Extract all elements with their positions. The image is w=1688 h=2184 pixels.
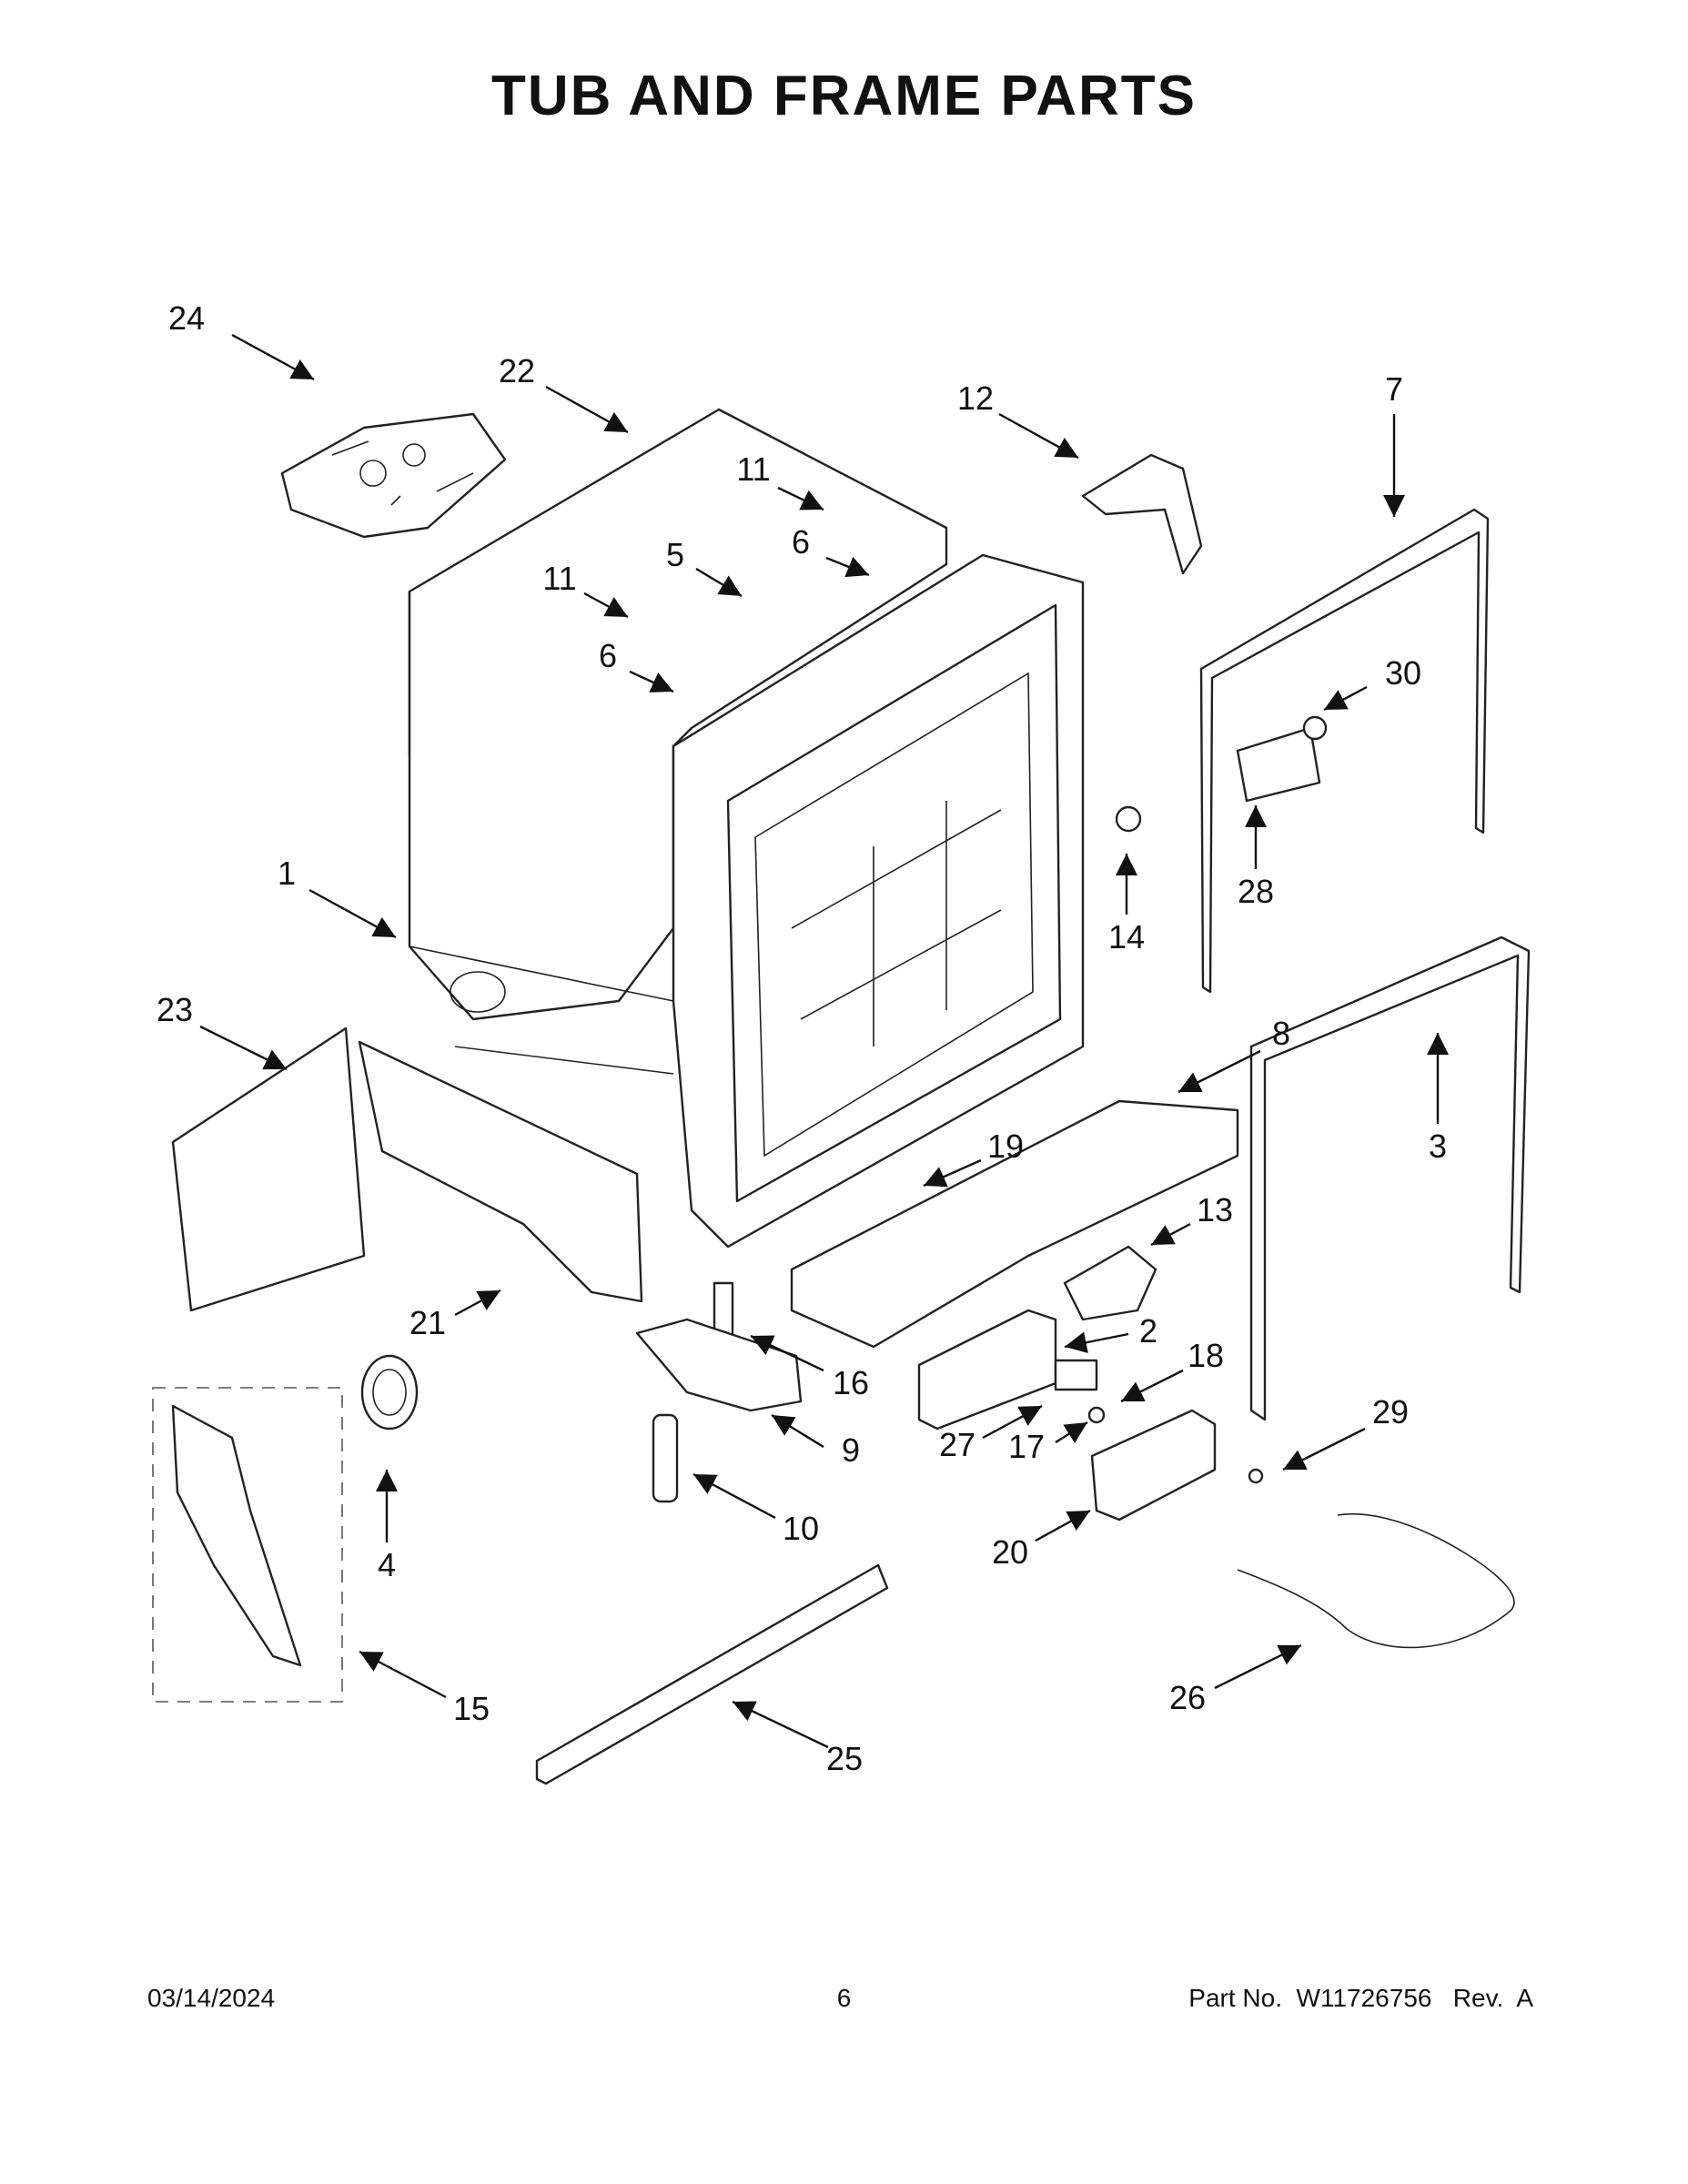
base-part xyxy=(790,1099,1239,1349)
leg-bracket-part-9 xyxy=(635,1318,803,1412)
callout-6b: 6 xyxy=(599,637,617,674)
callout-6a: 6 xyxy=(792,523,810,561)
part-4 xyxy=(360,1354,419,1431)
callout-1: 1 xyxy=(278,854,296,892)
latch-assembly-part xyxy=(1236,715,1328,803)
callout-20: 20 xyxy=(992,1533,1028,1571)
screw-part-17 xyxy=(1087,1406,1106,1424)
callout-5: 5 xyxy=(666,536,684,573)
page-title: TUB AND FRAME PARTS xyxy=(490,65,1198,127)
callout-14: 14 xyxy=(1108,918,1145,956)
callout-9: 9 xyxy=(842,1431,860,1469)
footer-page-number: 6 xyxy=(836,1984,852,2012)
callout-16: 16 xyxy=(833,1364,869,1401)
callout-2: 2 xyxy=(1139,1312,1157,1350)
wire-harness-part-26 xyxy=(1237,1512,1515,1649)
hardware-bag-part xyxy=(280,412,507,539)
footer-date: 03/14/2024 xyxy=(147,1984,276,2012)
tub-bracket-part-12 xyxy=(1081,453,1203,575)
leg-post-part-10 xyxy=(652,1413,679,1503)
callout-7: 7 xyxy=(1385,370,1403,408)
callout-30: 30 xyxy=(1385,654,1421,692)
frame-gasket-part xyxy=(1249,935,1531,1421)
part-2-27 xyxy=(917,1309,1057,1431)
leader-lines xyxy=(199,333,1449,1749)
callout-4: 4 xyxy=(378,1546,396,1583)
callout-3: 3 xyxy=(1429,1127,1447,1165)
callout-17: 17 xyxy=(1008,1428,1045,1465)
callout-25: 25 xyxy=(826,1740,863,1777)
frame-part-21 xyxy=(358,1040,643,1303)
screw-part-29 xyxy=(1248,1468,1264,1484)
toe-panel-part xyxy=(171,1026,366,1312)
callout-11b: 11 xyxy=(542,560,576,597)
callout-11a: 11 xyxy=(736,450,770,488)
tub-part xyxy=(409,553,1085,1249)
callout-15: 15 xyxy=(453,1690,490,1727)
part-15-box xyxy=(152,1387,343,1703)
part-15 xyxy=(171,1404,302,1667)
part-25 xyxy=(535,1563,889,1785)
callout-28: 28 xyxy=(1238,873,1274,910)
callout-labels: 24 22 12 7 11 6 5 11 6 30 28 14 1 23 8 3… xyxy=(157,299,1447,1777)
callout-18: 18 xyxy=(1188,1337,1224,1374)
callout-23: 23 xyxy=(157,991,193,1028)
float-part-13 xyxy=(1063,1245,1157,1321)
callout-10: 10 xyxy=(783,1510,819,1547)
callout-19: 19 xyxy=(987,1127,1024,1165)
footer-part-number: Part No. W11726756 Rev. A xyxy=(1188,1984,1533,2012)
plug-part-14 xyxy=(1115,805,1142,833)
callout-21: 21 xyxy=(409,1304,446,1341)
callout-27: 27 xyxy=(939,1426,975,1463)
cover-part-20 xyxy=(1090,1409,1217,1522)
callout-26: 26 xyxy=(1169,1679,1206,1716)
callout-24: 24 xyxy=(168,299,205,337)
part-18 xyxy=(1054,1359,1098,1391)
callout-8: 8 xyxy=(1272,1015,1290,1052)
door-gasket-part xyxy=(1199,508,1490,994)
callout-12: 12 xyxy=(957,379,994,417)
callout-29: 29 xyxy=(1372,1393,1409,1431)
callout-13: 13 xyxy=(1197,1191,1233,1228)
callout-22: 22 xyxy=(499,352,535,389)
